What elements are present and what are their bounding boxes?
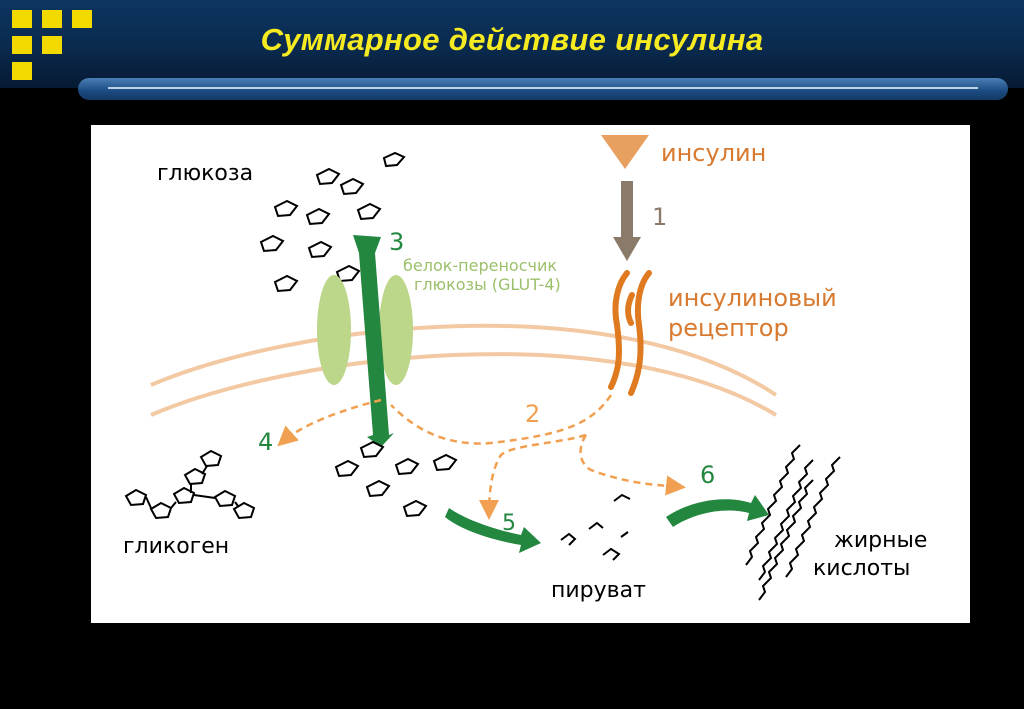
logo-squares-icon [12, 10, 96, 82]
label-step-2: 2 [525, 400, 541, 428]
arrow-6 [666, 495, 769, 527]
label-pyruvate: пируват [551, 578, 646, 603]
label-glucose: глюкоза [157, 161, 254, 186]
glucose-molecules-outside [259, 151, 406, 293]
insulin-receptor [608, 270, 652, 396]
diagram-panel: глюкоза инсулин 1 3 белок-переносчик глю… [91, 125, 970, 623]
glut4-transporter [317, 275, 413, 385]
insulin-triangle [601, 135, 649, 169]
label-step-1: 1 [652, 203, 668, 231]
label-receptor-line2: рецептор [668, 314, 789, 342]
label-transporter-line1: белок-переносчик [403, 256, 558, 275]
title-underline-bar [78, 78, 1008, 100]
glycogen-molecule [124, 449, 256, 520]
glucose-molecules-inside [334, 440, 458, 518]
cell-membrane [150, 323, 778, 417]
slide-header: Суммарное действие инсулина [0, 0, 1024, 88]
insulin-action-diagram [124, 135, 841, 601]
label-insulin: инсулин [661, 139, 767, 167]
fatty-acids-chains [745, 444, 841, 601]
signal-pathways [277, 394, 686, 520]
slide-title: Суммарное действие инсулина [260, 22, 764, 57]
arrow-1 [613, 181, 641, 261]
label-step-6: 6 [700, 461, 716, 489]
arrow-5 [445, 508, 541, 553]
label-fatty-acids-line2: кислоты [813, 556, 911, 581]
label-transporter-line2: глюкозы (GLUT-4) [414, 275, 561, 294]
label-fatty-acids-line1: жирные [834, 528, 928, 553]
label-receptor-line1: инсулиновый [668, 284, 837, 312]
arrow-3 [353, 235, 394, 447]
label-step-5: 5 [502, 511, 516, 536]
label-glycogen: гликоген [123, 534, 230, 559]
pyruvate-molecules [560, 493, 631, 561]
label-step-3: 3 [389, 228, 405, 256]
label-step-4: 4 [258, 428, 274, 456]
